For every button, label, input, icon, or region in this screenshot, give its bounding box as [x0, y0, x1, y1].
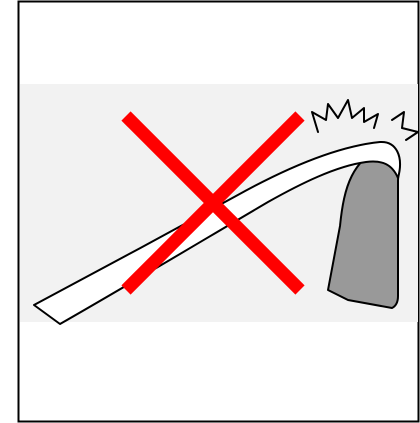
illustration-panel	[0, 0, 420, 423]
illustration-canvas	[0, 0, 420, 423]
